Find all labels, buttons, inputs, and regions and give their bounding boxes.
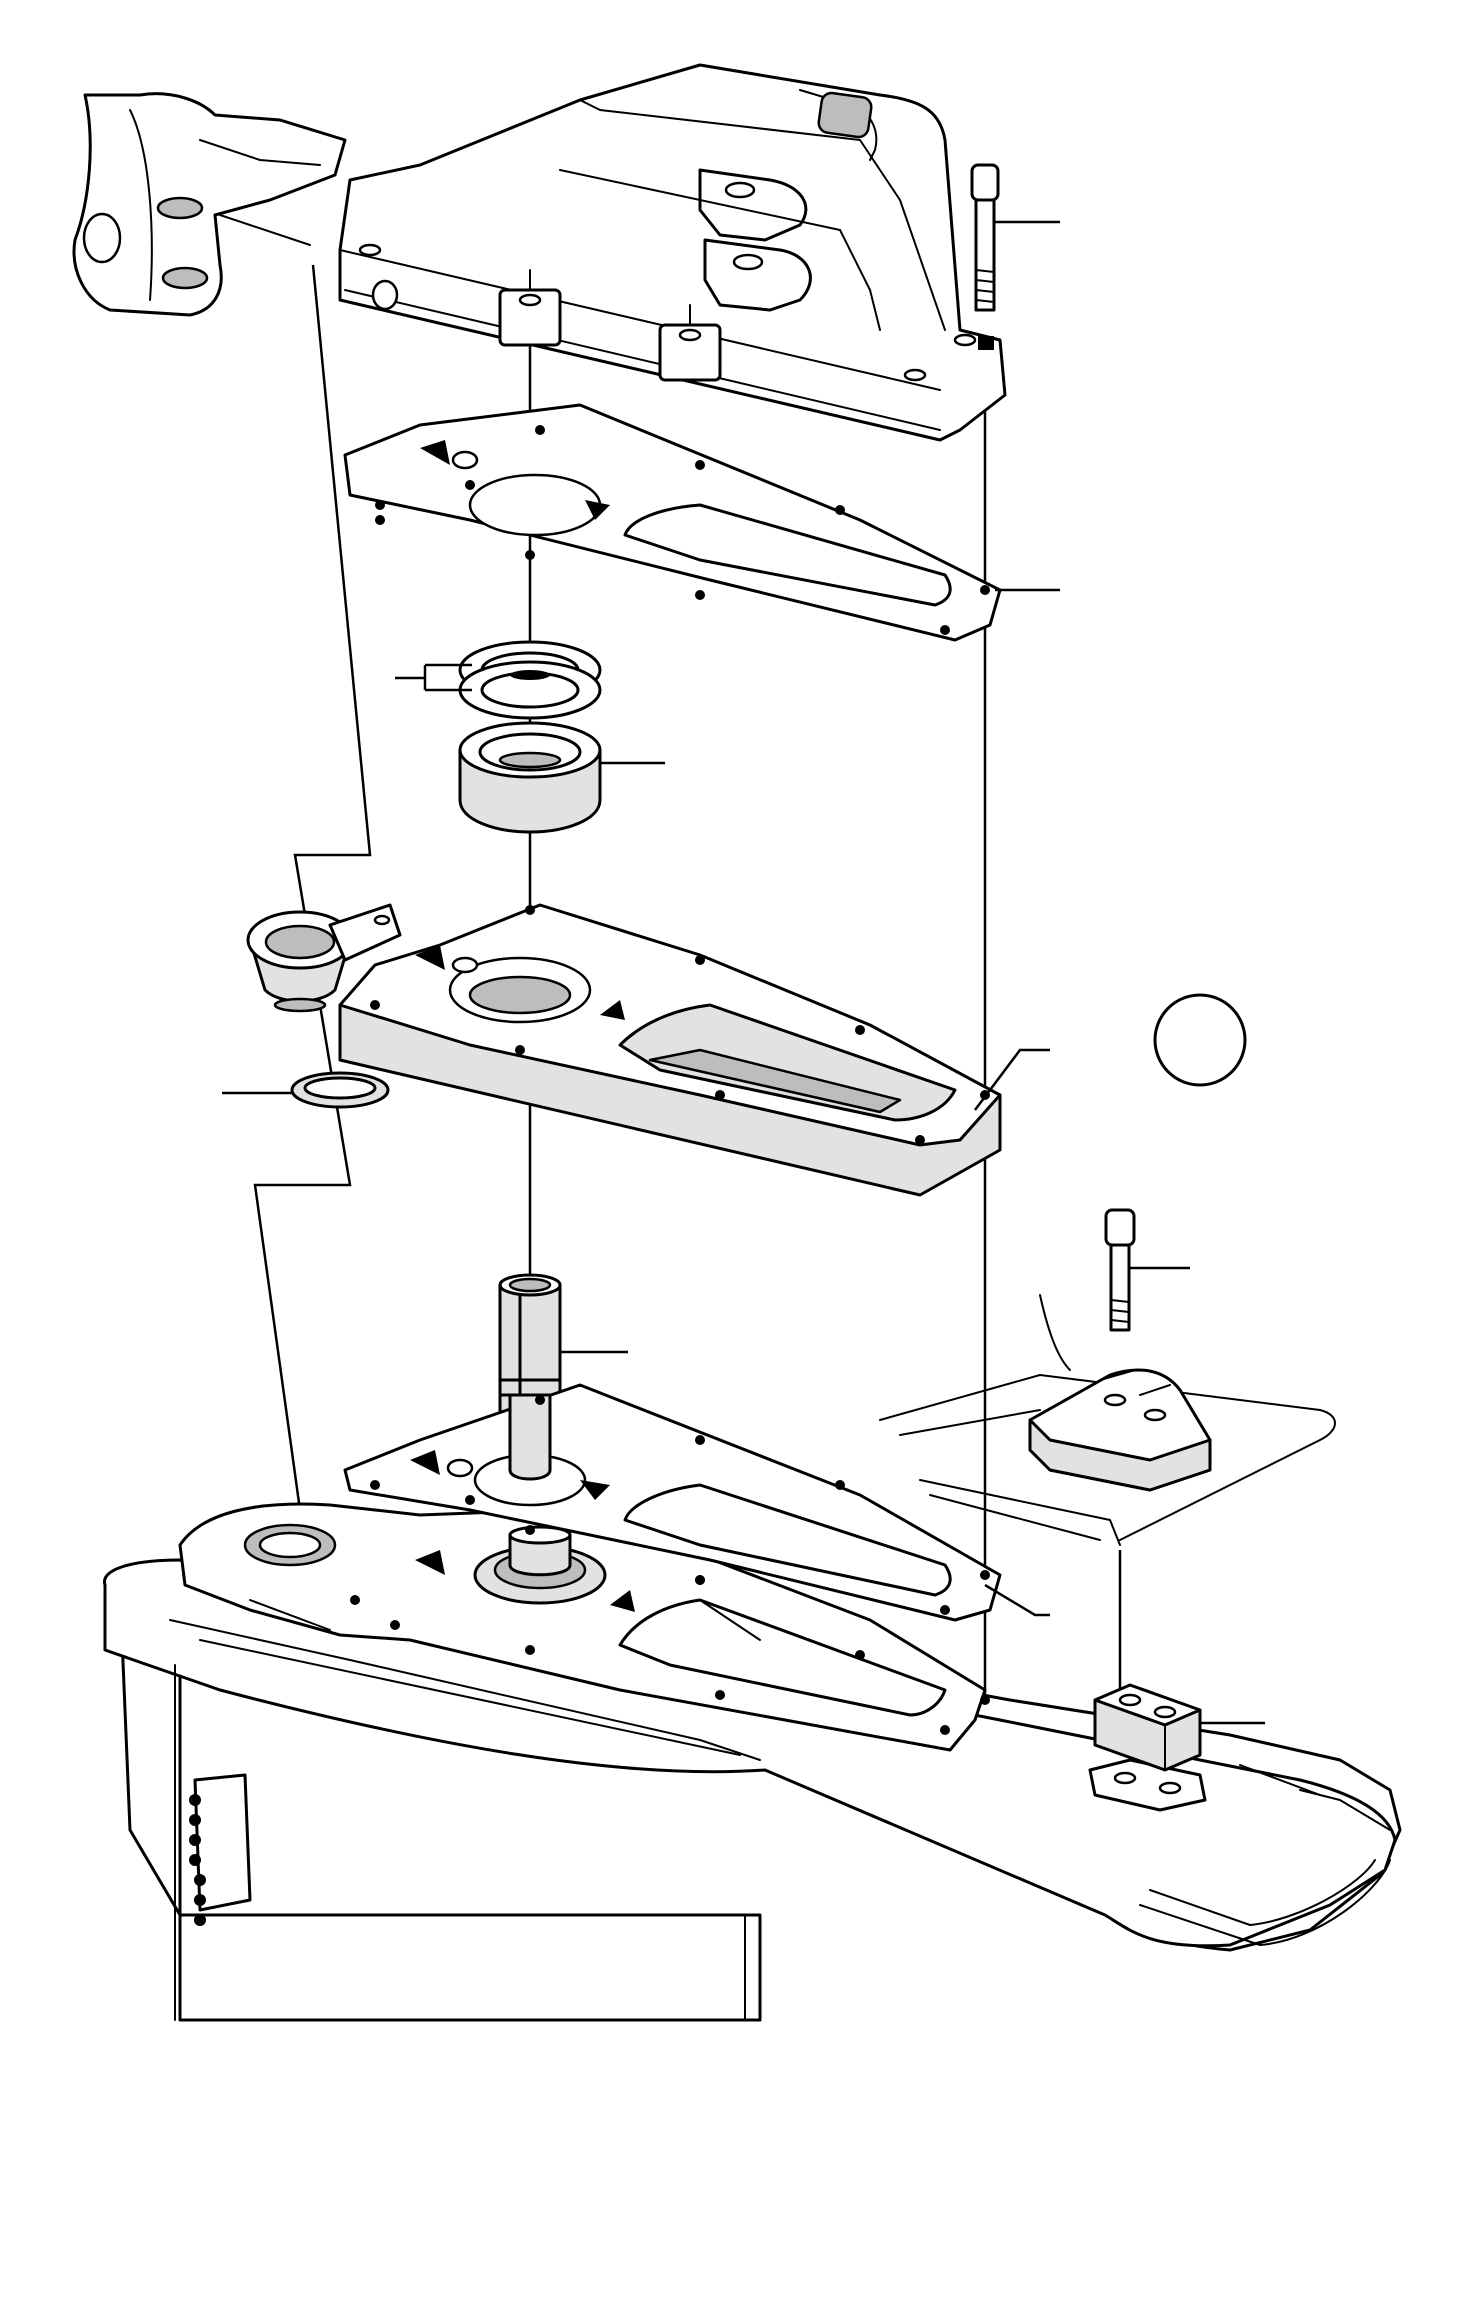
upper-gasket-part-3 [343, 403, 1002, 642]
upper-bracket-assembly [72, 92, 347, 317]
lower-gasket-part-3 [343, 1383, 1002, 1622]
bolt-part-7 [970, 163, 1000, 350]
spacer-plate-part-2 [246, 903, 1002, 1197]
o-ring-part-4 [290, 1071, 390, 1109]
bolt-part-8 [1104, 1208, 1136, 1332]
trim-plate-detail [879, 1294, 1336, 1546]
top-housing [338, 63, 1007, 442]
seals-part-6 [458, 640, 602, 720]
lower-gear-housing [103, 1502, 1402, 2022]
bearing-part-5 [458, 721, 602, 834]
spacer-part-9 [1093, 1683, 1202, 1772]
callout-leaders [222, 220, 1265, 1725]
view-marker [1153, 993, 1247, 1087]
